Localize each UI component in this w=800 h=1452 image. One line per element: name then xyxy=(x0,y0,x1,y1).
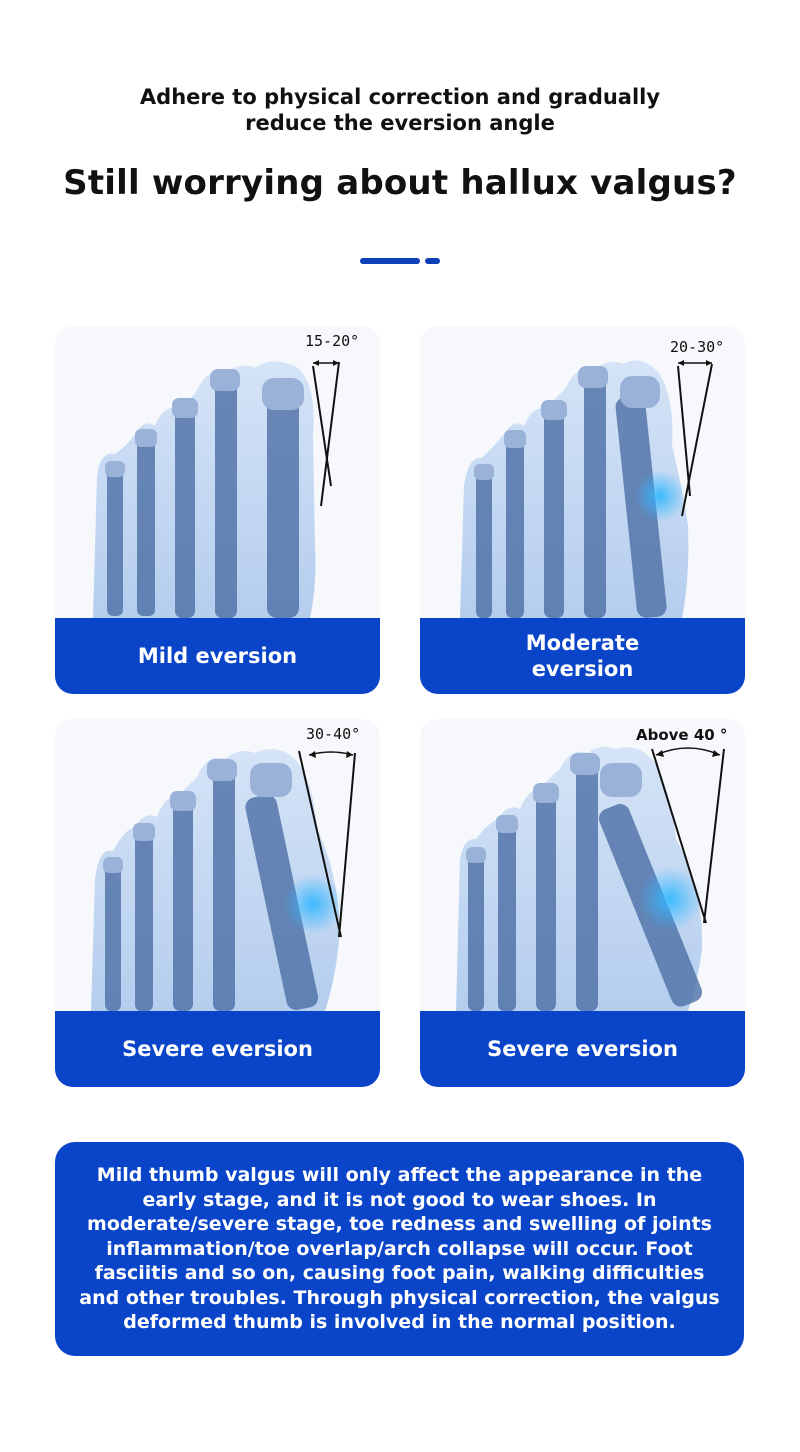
card-label: Mild eversion xyxy=(55,618,380,694)
page-title: Still worrying about hallux valgus? xyxy=(63,163,737,203)
angle-label: 30-40° xyxy=(306,725,361,743)
info-panel: Mild thumb valgus will only affect the a… xyxy=(55,1142,744,1356)
foot-xray-illustration xyxy=(456,746,725,1011)
accent-bar-long xyxy=(360,258,420,264)
card-severe-eversion-2: Above 40 ° Severe eversion xyxy=(420,719,745,1087)
card-label: Moderate eversion xyxy=(420,618,745,694)
info-text: Mild thumb valgus will only affect the a… xyxy=(79,1164,720,1334)
accent-bar-short xyxy=(425,258,440,264)
subtitle: Adhere to physical correction and gradua… xyxy=(139,85,661,135)
foot-xray-illustration xyxy=(91,749,356,1011)
foot-xray-illustration xyxy=(460,360,713,618)
angle-label: 15-20° xyxy=(305,332,360,350)
card-moderate-eversion: 20-30° Moderate eversion xyxy=(420,326,745,694)
card-mild-eversion: 15-20° Mild eversion xyxy=(55,326,380,694)
angle-label: 20-30° xyxy=(670,338,725,356)
foot-xray-illustration xyxy=(93,360,340,618)
card-severe-eversion-1: 30-40° Severe eversion xyxy=(55,719,380,1087)
angle-label: Above 40 ° xyxy=(636,726,728,744)
card-label: Severe eversion xyxy=(55,1011,380,1087)
card-label: Severe eversion xyxy=(420,1011,745,1087)
